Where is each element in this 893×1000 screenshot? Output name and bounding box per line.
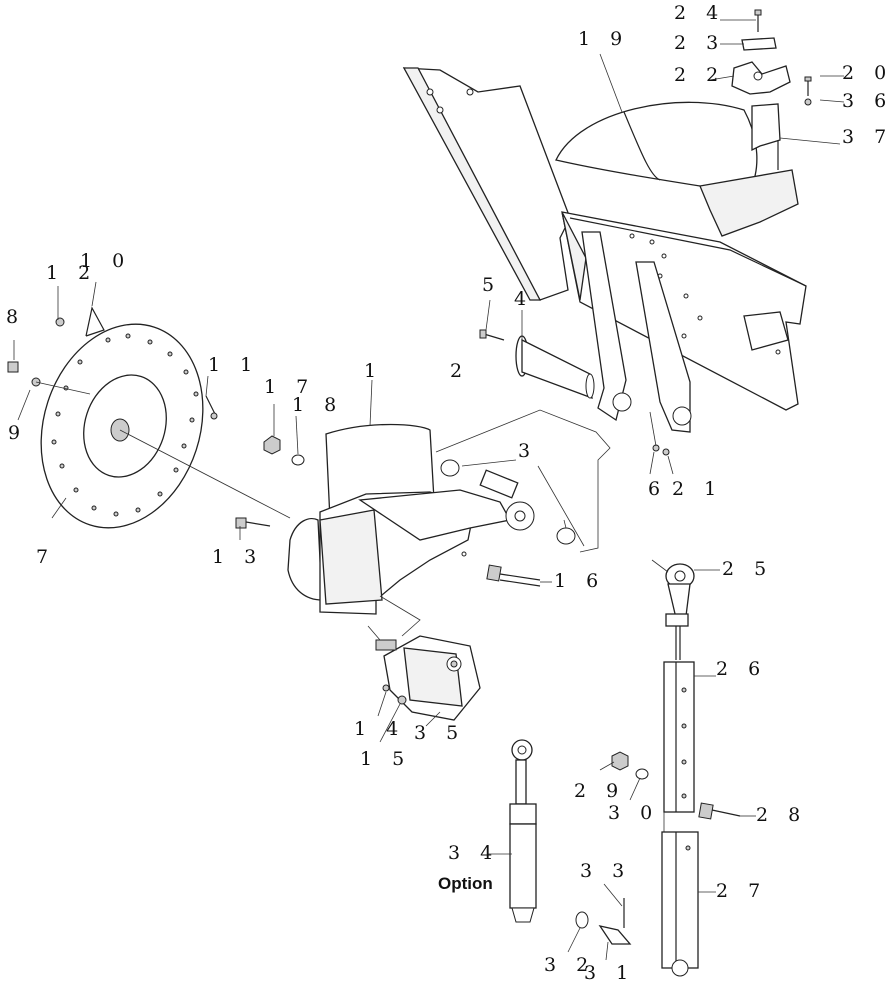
label-part-1: 1 — [364, 360, 384, 382]
option-label: Option — [438, 874, 493, 893]
bolt-13 — [235, 517, 271, 529]
disc-hardware — [7, 306, 291, 519]
label-part-4: 4 — [514, 288, 534, 310]
label-part-15: 1 5 — [360, 748, 412, 770]
bolt-16 — [486, 564, 541, 587]
label-part-7: 7 — [36, 546, 56, 568]
label-part-21: 2 1 — [672, 478, 724, 500]
label-part-28: 2 8 — [756, 804, 808, 826]
label-part-33: 3 3 — [580, 860, 632, 882]
nut-and-washer — [263, 435, 305, 466]
optional-cylinder — [509, 739, 537, 923]
label-part-10: 1 0 — [80, 250, 132, 272]
label-part-18: 1 8 — [292, 394, 344, 416]
assembly-lines — [367, 409, 611, 641]
main-frame — [402, 67, 807, 433]
label-part-36: 3 6 — [842, 90, 893, 112]
leader-lines — [13, 19, 845, 961]
label-part-29: 2 9 — [574, 780, 626, 802]
label-part-32: 3 2 — [544, 954, 596, 976]
nut-washer-29-30 — [611, 751, 649, 780]
label-part-12: 1 2 — [46, 262, 98, 284]
label-part-30: 3 0 — [608, 802, 660, 824]
label-part-24: 2 4 — [674, 2, 726, 24]
label-part-37: 3 7 — [842, 126, 893, 148]
top-hardware — [731, 9, 812, 170]
disc-blade — [40, 323, 204, 529]
label-part-6: 6 — [648, 478, 668, 500]
label-part-23: 2 3 — [674, 32, 726, 54]
label-part-11: 1 1 — [208, 354, 260, 376]
label-part-9: 9 — [8, 422, 28, 444]
label-part-31: 3 1 — [584, 962, 636, 984]
lower-mount — [287, 423, 576, 615]
label-part-14: 1 4 — [354, 718, 406, 740]
label-part-26: 2 6 — [716, 658, 768, 680]
label-part-8: 8 — [6, 306, 26, 328]
adjuster-assembly — [651, 559, 741, 977]
small-hardware-6-21 — [649, 411, 670, 456]
label-part-22: 2 2 — [674, 64, 726, 86]
label-part-16: 1 6 — [554, 570, 606, 592]
upper-shield — [555, 101, 799, 237]
label-part-19: 1 9 — [578, 28, 630, 50]
label-part-35: 3 5 — [414, 722, 466, 744]
hydraulic-motor — [375, 635, 481, 721]
label-part-34: 3 4 — [448, 842, 500, 864]
label-part-25: 2 5 — [722, 558, 774, 580]
pivot-pin — [479, 329, 595, 399]
label-part-3: 3 — [518, 440, 538, 462]
label-part-27: 2 7 — [716, 880, 768, 902]
pin-31-33 — [575, 898, 632, 945]
label-part-5: 5 — [482, 274, 502, 296]
label-part-17: 1 7 — [264, 376, 316, 398]
label-part-13: 1 3 — [212, 546, 264, 568]
label-part-2: 2 — [450, 360, 470, 382]
label-part-20: 2 0 — [842, 62, 893, 84]
